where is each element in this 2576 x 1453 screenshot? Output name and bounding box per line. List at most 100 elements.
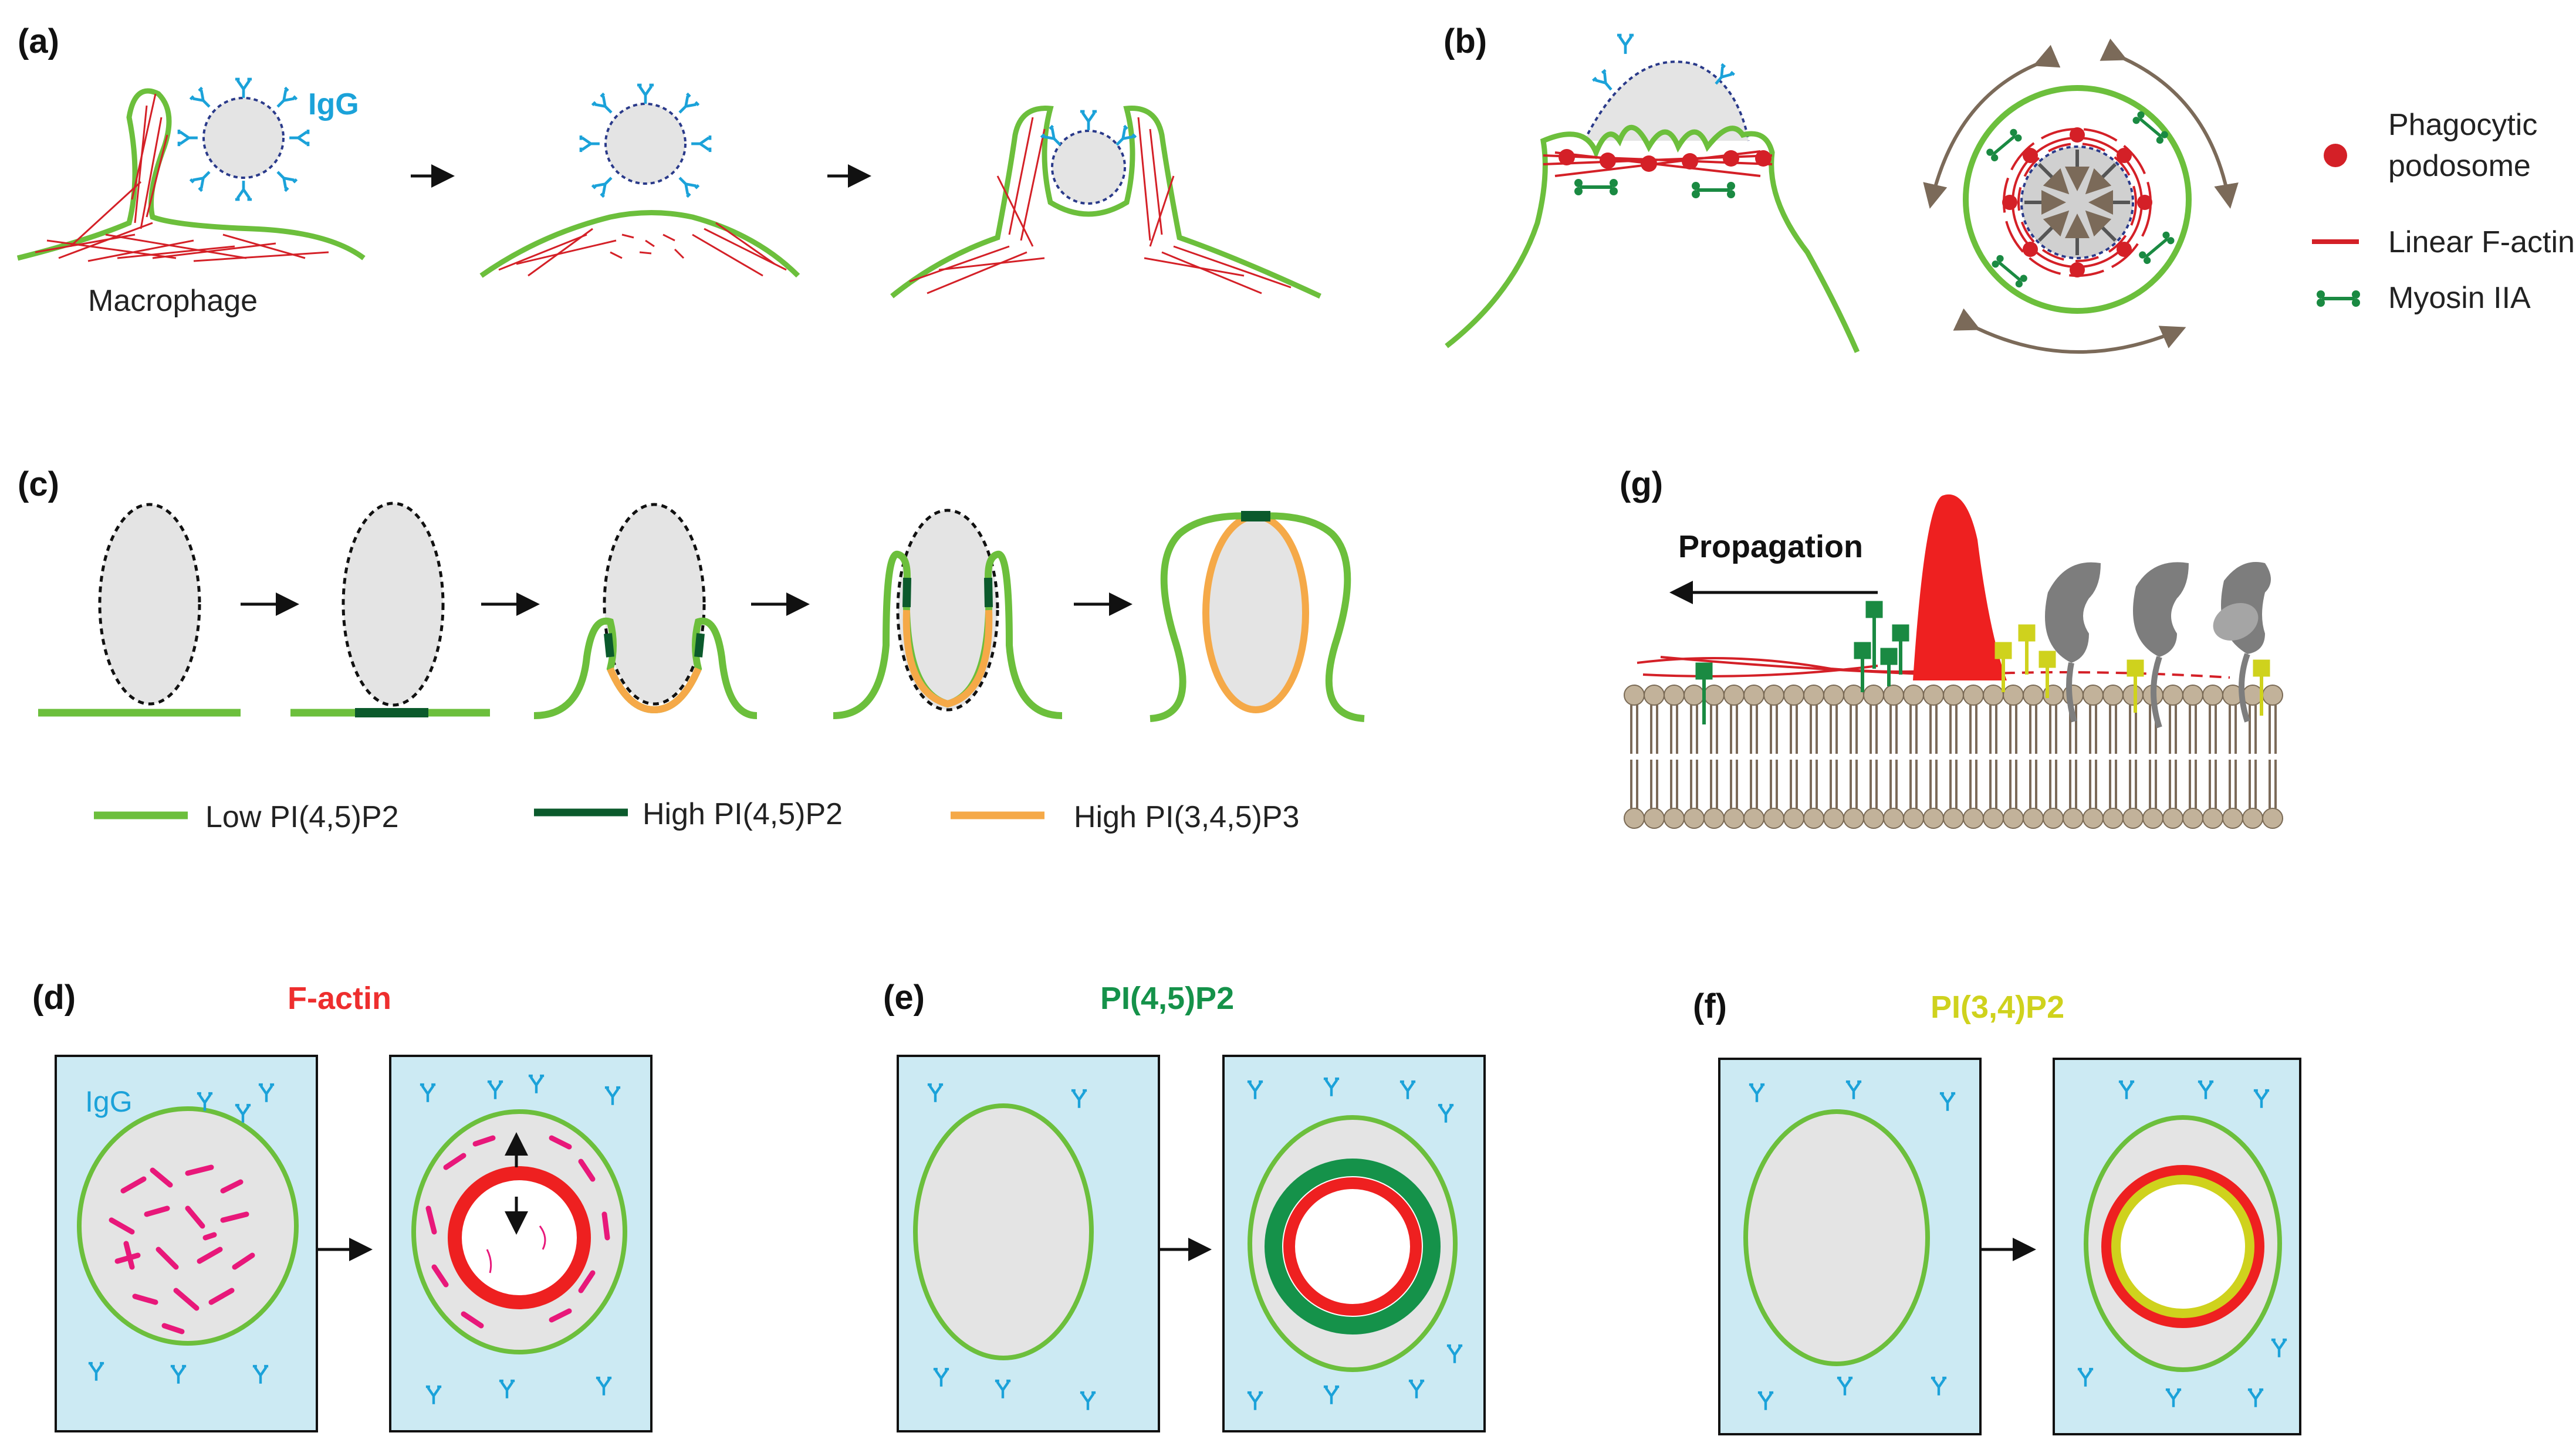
panel-b-label: (b) xyxy=(1443,22,1487,60)
igg-particle-1 xyxy=(179,79,308,199)
panel-c-label: (c) xyxy=(18,465,59,503)
lipid-head xyxy=(2261,758,2284,829)
lipid-head xyxy=(1922,684,1945,755)
rotation-arrows xyxy=(1923,38,2239,354)
igg-particle-2 xyxy=(581,85,710,197)
pi34p2-ring xyxy=(2111,1175,2254,1318)
lipid-head xyxy=(1843,758,1865,829)
dish-f1 xyxy=(1718,1058,1982,1435)
lipid-head xyxy=(1843,684,1865,755)
legend-c-label: High PI(3,4,5)P3 xyxy=(1074,800,1299,834)
lipid-head xyxy=(1783,758,1805,829)
panel-f: (f) PI(3,4)P2 xyxy=(1693,987,2301,1435)
panel-d: (d) F-actin IgG xyxy=(32,978,653,1432)
lipid-head xyxy=(1882,758,1905,829)
myosin-icon xyxy=(1574,179,1618,195)
cell-membrane xyxy=(1445,125,1860,353)
actin-ring xyxy=(1283,1177,1422,1316)
dish-d2 xyxy=(389,1055,653,1432)
lipid-head xyxy=(2142,758,2164,829)
legend-c-label: High PI(4,5)P2 xyxy=(643,797,843,831)
panel-e-title: PI(4,5)P2 xyxy=(1100,981,1234,1016)
lipid-head xyxy=(2062,758,2084,829)
phagocytic-cup-stage-4 xyxy=(833,509,1063,719)
lipid-head xyxy=(1902,684,1925,755)
panel-d-title: F-actin xyxy=(288,981,391,1016)
phagocytic-cup-stage-3 xyxy=(533,503,758,719)
lipid-head xyxy=(2242,758,2264,829)
panel-g: (g) Propagation xyxy=(1620,465,2284,829)
phosphatase-proteins xyxy=(2045,562,2271,729)
lipid-head xyxy=(2162,684,2184,755)
panel-f-label: (f) xyxy=(1693,987,1727,1025)
lipid-head xyxy=(1683,684,1705,755)
igg-label: IgG xyxy=(85,1085,133,1118)
lipid-head xyxy=(2002,758,2024,829)
lipid-head xyxy=(1623,684,1645,755)
myosin-icon xyxy=(1692,182,1735,198)
panel-e: (e) PI(4,5)P2 xyxy=(883,978,1486,1432)
macrophage-label: Macrophage xyxy=(88,284,258,318)
dish-e1 xyxy=(897,1055,1160,1432)
lipid-head xyxy=(1882,684,1905,755)
lipid-head xyxy=(1922,758,1945,829)
lipid-head xyxy=(2022,684,2044,755)
panel-a: (a) xyxy=(16,22,1321,318)
macrophage-stage-2 xyxy=(479,85,800,278)
lipid-head xyxy=(2162,758,2184,829)
particle xyxy=(604,103,687,185)
lipid-head xyxy=(2102,684,2124,755)
lipid-head xyxy=(1663,684,1685,755)
igg-label: IgG xyxy=(308,87,359,121)
lipid-head xyxy=(1723,684,1745,755)
lipid-head xyxy=(1743,684,1765,755)
lipid-head xyxy=(2261,684,2284,755)
lipid-head xyxy=(2222,758,2244,829)
actin-network xyxy=(498,222,787,277)
actin-network xyxy=(35,93,329,262)
lipid-head xyxy=(1763,684,1785,755)
legend-b-label: podosome xyxy=(2388,149,2531,183)
lipid-head xyxy=(2042,758,2064,829)
lipid-head xyxy=(1663,758,1685,829)
legend-b-label: Linear F-actin xyxy=(2388,225,2575,259)
lipid-head xyxy=(1862,758,1885,829)
lipid-head xyxy=(2202,758,2224,829)
lipid-head xyxy=(1703,684,1725,755)
lipid-head xyxy=(2002,684,2024,755)
legend-b: Phagocytic podosome Linear F-actin Myosi… xyxy=(2312,108,2575,315)
legend-b-label: Myosin IIA xyxy=(2388,281,2531,315)
dish-f2 xyxy=(2053,1058,2301,1435)
cell-membrane xyxy=(890,106,1321,299)
lipid-bilayer xyxy=(1623,684,2284,829)
lipid-head xyxy=(1643,684,1665,755)
legend-b-label: Phagocytic xyxy=(2388,108,2537,142)
panel-c: (c) xyxy=(18,465,1365,834)
propagation-label: Propagation xyxy=(1678,529,1863,564)
macrophage-stage-1: IgG Macrophage xyxy=(16,79,366,318)
panel-f-title: PI(3,4)P2 xyxy=(1931,990,2064,1025)
legend-c-label: Low PI(4,5)P2 xyxy=(205,800,399,834)
lipid-head xyxy=(1803,758,1825,829)
dish-d1: IgG xyxy=(55,1055,318,1432)
lipid-head xyxy=(1783,684,1805,755)
lipid-head xyxy=(2022,758,2044,829)
dish-e2 xyxy=(1222,1055,1486,1432)
lipid-head xyxy=(1823,684,1845,755)
lipid-head xyxy=(1683,758,1705,829)
lipid-head xyxy=(1763,758,1785,829)
panel-e-label: (e) xyxy=(883,978,925,1017)
cell-membrane xyxy=(479,210,800,278)
lipid-head xyxy=(1962,758,1985,829)
actin-patches xyxy=(109,1164,255,1335)
lipid-head xyxy=(1982,684,2004,755)
actin-network xyxy=(909,117,1292,294)
lipid-head xyxy=(1703,758,1725,829)
red-dot-icon xyxy=(2324,144,2347,167)
actin-ring xyxy=(448,1166,591,1309)
lipid-head xyxy=(1862,684,1885,755)
pi45p2-probes xyxy=(1695,601,1909,724)
igg-particle-3 xyxy=(1041,111,1135,205)
lipid-head xyxy=(2202,684,2224,755)
